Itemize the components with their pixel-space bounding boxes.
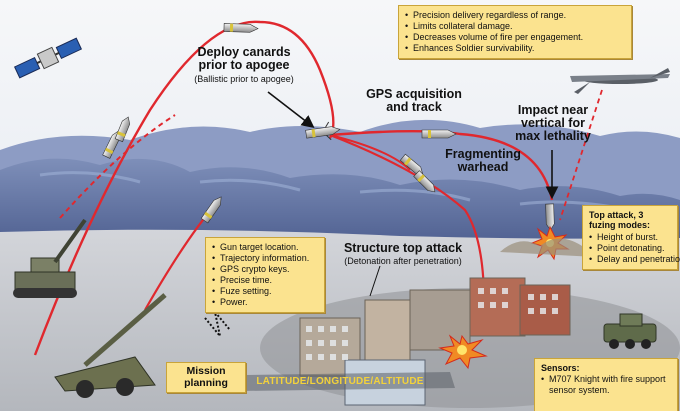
- canard-callout-arrow: [267, 91, 315, 128]
- fuzing-mode-item: Height of burst.: [589, 232, 671, 243]
- sensor-item: M707 Knight with fire support sensor sys…: [541, 374, 671, 396]
- fragmenting-warhead-label: Fragmenting warhead: [445, 147, 521, 175]
- gun-data-item: GPS crypto keys.: [212, 264, 318, 275]
- coordinates-label: LATITUDE/LONGITUDE/ALTITUDE: [256, 376, 424, 387]
- mission-planning-callout: Mission planning: [166, 362, 246, 394]
- projectile-vertical-impact: [545, 203, 555, 231]
- impact-vertical-label: Impact near vertical for max lethality: [515, 103, 591, 144]
- gps-acquisition-label: GPS acquisition and track: [366, 87, 462, 115]
- deploy-canards-label: Deploy canards prior to apogee: [197, 45, 291, 73]
- top-attack-title: Top attack, 3 fuzing modes:: [589, 210, 650, 231]
- detonation-callout-line: [369, 265, 381, 297]
- self-propelled-howitzer: [13, 218, 87, 298]
- projectile-canards: [305, 121, 341, 141]
- projectile-ascent-2: [200, 196, 222, 224]
- benefit-item: Precision delivery regardless of range.: [405, 10, 625, 21]
- satellite: [13, 37, 83, 79]
- fuzing-mode-item: Point detonating.: [589, 243, 671, 254]
- gun-data-item: Precise time.: [212, 275, 318, 286]
- benefit-item: Decreases volume of fire per engagement.: [405, 32, 625, 43]
- ballistic-note-label: (Ballistic prior to apogee): [194, 74, 294, 84]
- benefits-callout: Precision delivery regardless of range. …: [398, 5, 632, 59]
- top-attack-callout: Top attack, 3 fuzing modes: Height of bu…: [582, 205, 680, 270]
- sensors-callout: Sensors: M707 Knight with fire support s…: [534, 358, 678, 411]
- sensors-title: Sensors:: [541, 363, 580, 373]
- gps-track-trajectory: [329, 130, 554, 201]
- explosion-structure: [438, 334, 488, 370]
- gun-data-item: Trajectory information.: [212, 253, 318, 264]
- benefit-item: Enhances Soldier survivability.: [405, 43, 625, 54]
- projectile-descent-2: [413, 170, 436, 193]
- gun-data-item: Fuze setting.: [212, 286, 318, 297]
- fragment-trajectory: [329, 134, 411, 171]
- structure-attack-trajectory: [329, 133, 486, 311]
- gun-data-callout: Gun target location. Trajectory informat…: [205, 237, 325, 313]
- m707-knight-vehicle: [603, 313, 657, 349]
- fuzing-mode-item: Delay and penetration.: [589, 254, 680, 265]
- gun-data-item: Gun target location.: [212, 242, 318, 253]
- benefit-item: Limits collateral damage.: [405, 21, 625, 32]
- uav-sensor-beam: [559, 89, 603, 221]
- projectile-ascent-3: [114, 116, 131, 143]
- towed-howitzer: [54, 293, 167, 398]
- mountain-snow-streaks: [39, 171, 631, 212]
- projectile-apogee: [223, 23, 259, 33]
- structure-top-attack-label: Structure top attack: [343, 241, 463, 255]
- gun-trajectory: [59, 114, 176, 219]
- detonation-note-label: (Detonation after penetration): [344, 256, 462, 266]
- gun-data-item: Power.: [212, 297, 318, 308]
- projectile-gps-track: [421, 129, 457, 139]
- uav-drone: [570, 68, 670, 94]
